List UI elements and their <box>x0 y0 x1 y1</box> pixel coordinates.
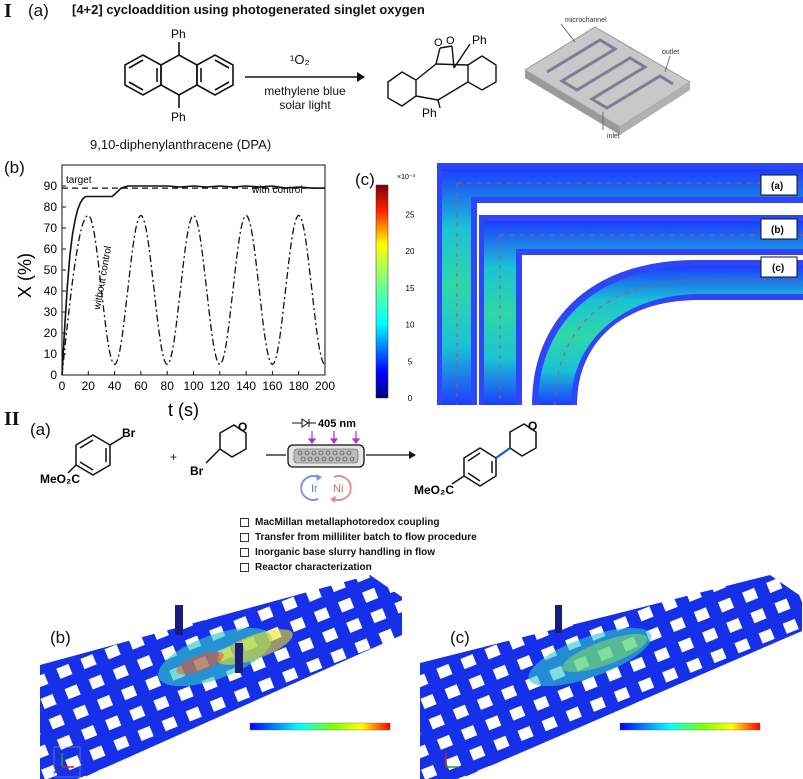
ph-bottom: Ph <box>171 110 186 124</box>
colorbar-tick-label: 15 <box>406 284 415 293</box>
product-ph-top: Ph <box>472 33 487 47</box>
checkbox-icon <box>240 532 249 542</box>
y-tick-label: 60 <box>44 242 58 256</box>
y-tick-label: 90 <box>44 179 58 193</box>
panel-a-label: (a) <box>28 1 49 20</box>
section-ii-label: II <box>4 408 20 430</box>
product-o1: O <box>434 37 443 49</box>
series-without-control <box>61 214 326 376</box>
x-tick-label: 100 <box>183 379 203 393</box>
conversion-chart: 0 20 40 60 80 100 120 140 160 180 200 0 10 20 30 40 50 60… <box>15 164 335 420</box>
objectives-checklist: MacMillan metallaphotoredox coupling Tra… <box>240 515 477 575</box>
dpa-name: 9,10-diphenylanthracene (DPA) <box>90 137 272 152</box>
aryl-ester-group: MeO₂C <box>40 472 80 486</box>
panel-ii-a-label: (a) <box>30 420 51 439</box>
colorbar-tick-label: 10 <box>406 321 415 330</box>
thp-br: Br <box>190 464 204 478</box>
colorbar: ×10⁻³ 0 5 10 15 20 25 <box>375 174 416 403</box>
reaction-arrow-1 <box>245 72 365 82</box>
checkbox-icon <box>240 517 249 527</box>
x-tick-label: 40 <box>108 379 122 393</box>
panel-ii-b-label: (b) <box>50 628 71 647</box>
x-tick-label: 0 <box>59 379 66 393</box>
reaction-conditions: methylene blue solar light <box>257 84 353 112</box>
y-tick-label: 30 <box>44 305 58 319</box>
checklist-item: Reactor characterization <box>240 560 477 575</box>
y-tick-label: 20 <box>44 326 58 340</box>
ni-catalyst: Ni <box>333 483 343 495</box>
ir-catalyst: Ir <box>311 483 318 495</box>
x-tick-label: 180 <box>289 379 309 393</box>
section-i-title: [4+2] cycloaddition using photogenerated… <box>72 2 425 17</box>
panel-b-label: (b) <box>4 158 25 177</box>
panel-ii-c-label: (c) <box>450 628 470 647</box>
checklist-text: MacMillan metallaphotoredox coupling <box>255 517 440 528</box>
condition-1: methylene blue <box>264 84 346 98</box>
with-control-label: with control <box>251 185 303 196</box>
product-ester-group: MeO₂C <box>414 483 454 497</box>
y-tick-label: 10 <box>44 347 58 361</box>
x-axis-label: t (s) <box>168 400 199 420</box>
ph-top: Ph <box>171 27 186 41</box>
coupling-product-structure: O MeO₂C <box>414 419 537 497</box>
x-tick-label: 120 <box>210 379 230 393</box>
flow-label-c: (c) <box>772 263 784 274</box>
y-tick-label: 0 <box>50 368 57 382</box>
cfd-panel-c: (c) <box>420 575 802 779</box>
colorbar-tick-label: 5 <box>408 357 413 366</box>
aryl-br: Br <box>122 426 136 440</box>
colorbar-tick-label: 25 <box>406 210 415 219</box>
panel-c-label: (c) <box>355 170 375 189</box>
series-with-control <box>61 185 325 376</box>
microreactor-chip: microchannel outlet inlet <box>525 17 691 140</box>
checklist-text: Reactor characterization <box>255 562 372 573</box>
checklist-text: Inorganic base slurry handling in flow <box>255 547 436 558</box>
y-tick-label: 70 <box>44 221 58 235</box>
flow-label-a: (a) <box>771 181 783 192</box>
target-label: target <box>66 175 92 186</box>
checklist-item: Transfer from milliliter batch to flow p… <box>240 530 477 545</box>
flow-label-b: (b) <box>771 225 784 236</box>
thp-o: O <box>238 420 247 434</box>
checklist-item: MacMillan metallaphotoredox coupling <box>240 515 477 530</box>
colorbar-scale: ×10⁻³ <box>397 174 416 181</box>
colorbar-tick-label: 20 <box>406 247 415 256</box>
x-tick-label: 140 <box>236 379 256 393</box>
wavelength-label: 405 nm <box>318 418 356 430</box>
bromo-thp-structure: O Br <box>190 420 247 478</box>
checklist-text: Transfer from milliliter batch to flow p… <box>255 532 477 543</box>
singlet-oxygen-label: ¹O₂ <box>290 52 310 67</box>
aryl-bromide-structure: Br MeO₂C <box>40 426 136 486</box>
x-tick-label: 160 <box>262 379 282 393</box>
section-i-label: I <box>4 0 12 22</box>
inlet-label: inlet <box>607 133 620 140</box>
x-tick-label: 60 <box>134 379 148 393</box>
y-axis-label: X (%) <box>15 253 35 298</box>
y-tick-label: 80 <box>44 200 58 214</box>
dpa-structure: Ph Ph <box>124 27 234 124</box>
outlet-label: outlet <box>662 49 679 56</box>
photoreactor-scheme: 405 nm Ir Ni <box>266 418 416 503</box>
checklist-item: Inorganic base slurry handling in flow <box>240 545 477 560</box>
product-ph-bottom: Ph <box>422 106 437 120</box>
y-tick-label: 40 <box>44 284 58 298</box>
product-o2: O <box>446 35 455 47</box>
x-tick-label: 200 <box>315 379 335 393</box>
product-thp-o: O <box>528 419 537 433</box>
plus-sign: + <box>170 450 178 464</box>
condition-2: solar light <box>279 98 331 112</box>
microchannel-label: microchannel <box>565 17 607 24</box>
colorbar-tick-label: 0 <box>408 394 413 403</box>
y-tick-label: 50 <box>44 263 58 277</box>
cfd-panel-b: (b) <box>40 575 402 779</box>
flow-field-panel: (a) (b) (c) <box>437 163 803 405</box>
x-tick-label: 80 <box>161 379 175 393</box>
x-tick-label: 20 <box>82 379 96 393</box>
endoperoxide-structure: O O Ph Ph <box>387 33 497 120</box>
without-control-label: without control <box>92 245 114 311</box>
checkbox-icon <box>240 547 249 557</box>
checkbox-icon <box>240 562 249 572</box>
